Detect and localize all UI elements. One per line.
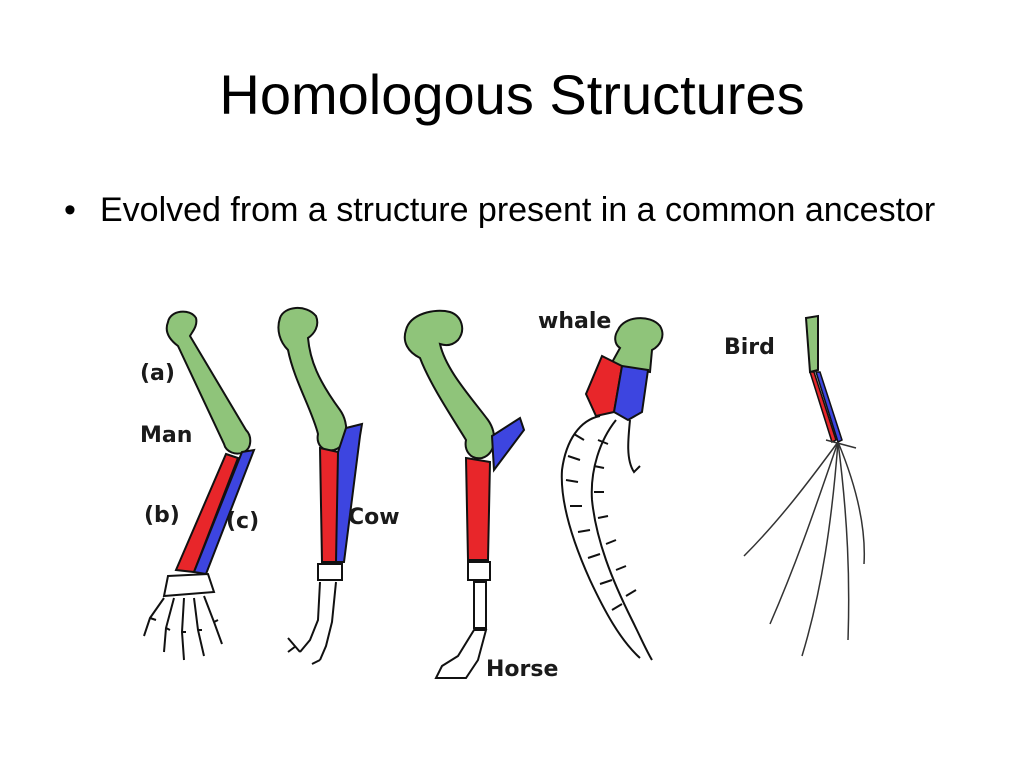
label-man: Man (140, 423, 192, 448)
bullet-marker: • (64, 191, 76, 229)
bird-wing: Bird (724, 314, 866, 657)
man-hand (143, 572, 223, 661)
bird-humerus (804, 314, 819, 374)
bullet-text: Evolved from a structure present in a co… (100, 191, 936, 229)
whale-ulna (612, 364, 650, 422)
whale-flipper: whale (538, 309, 664, 661)
cow-leg: Cow (277, 307, 400, 665)
horse-ulna (490, 416, 526, 473)
label-cow: Cow (348, 505, 400, 530)
label-c: (c) (226, 509, 259, 534)
cow-ulna (334, 422, 364, 563)
horse-foot (434, 561, 491, 679)
bird-feathers (743, 439, 866, 657)
slide-title: Homologous Structures (219, 63, 805, 126)
bullet-item: • Evolved from a structure present in a … (60, 188, 960, 232)
horse-leg: Horse (403, 309, 558, 682)
man-humerus (165, 310, 252, 455)
label-a: (a) (140, 361, 175, 386)
whale-humerus (608, 317, 664, 374)
label-bird: Bird (724, 335, 775, 360)
horse-radius (464, 456, 492, 561)
cow-radius (318, 446, 339, 563)
whale-radius (584, 354, 624, 418)
man-arm: (a) Man (b) (c) (140, 310, 259, 661)
bird-ulna (814, 371, 843, 444)
cow-humerus (277, 307, 348, 452)
label-b: (b) (144, 503, 180, 528)
homologous-limbs-diagram: (a) Man (b) (c) Cow Horse (140, 307, 866, 682)
label-horse: Horse (486, 657, 558, 682)
cow-foot (287, 563, 343, 665)
whale-digits (560, 415, 653, 661)
bullet-list: • Evolved from a structure present in a … (60, 188, 960, 232)
label-whale: whale (538, 309, 611, 334)
horse-humerus (403, 309, 496, 460)
bird-radius (808, 371, 837, 444)
